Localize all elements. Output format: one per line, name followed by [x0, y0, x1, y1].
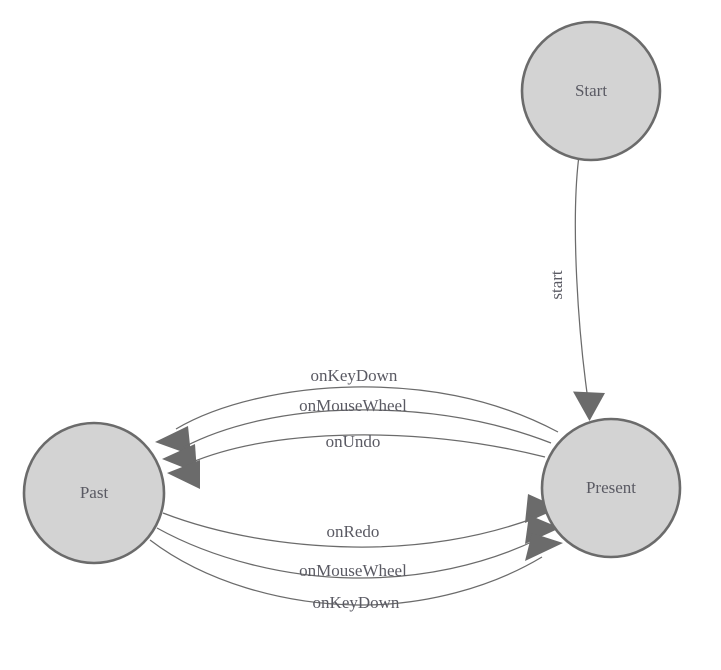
node-start[interactable]: Start	[520, 20, 662, 162]
node-present-label: Present	[586, 478, 636, 497]
node-start-label: Start	[575, 81, 607, 100]
edge-present-past-onundo[interactable]: onUndo	[167, 432, 546, 489]
edge-past-present-3-path	[149, 539, 543, 606]
edge-past-present-2-path	[156, 527, 539, 579]
node-present[interactable]: Present	[540, 417, 682, 559]
edge-present-past-2-path	[183, 409, 552, 448]
edge-past-present-2-label: onMouseWheel	[299, 561, 407, 580]
edge-present-past-1-label: onKeyDown	[311, 366, 398, 385]
node-past-label: Past	[80, 483, 109, 502]
edge-present-past-1-path	[175, 386, 559, 433]
edge-past-present-1-arrowhead	[525, 494, 559, 523]
node-past-circle	[22, 421, 166, 565]
edge-past-present-1-label: onRedo	[327, 522, 380, 541]
node-start-circle	[520, 20, 662, 162]
edge-start-arrowhead	[573, 391, 605, 421]
edge-past-present-1-path	[162, 512, 538, 548]
edge-present-past-1-arrowhead	[155, 426, 191, 455]
edge-past-present-3-arrowhead	[525, 533, 563, 561]
node-present-circle	[540, 417, 682, 559]
edge-present-past-3-label: onUndo	[326, 432, 381, 451]
edge-start[interactable]: start	[547, 159, 605, 422]
edge-present-past-3-path	[189, 434, 546, 464]
edge-present-past-2-label: onMouseWheel	[299, 396, 407, 415]
edge-present-past-3-arrowhead	[167, 460, 200, 489]
edge-past-present-onredo[interactable]: onRedo	[162, 494, 559, 548]
node-past[interactable]: Past	[22, 421, 166, 565]
edge-start-label: start	[547, 270, 566, 300]
edge-past-present-3-label: onKeyDown	[313, 593, 400, 612]
edge-start-path	[574, 159, 589, 401]
edge-present-past-onkeydown[interactable]: onKeyDown	[155, 366, 559, 455]
edge-past-present-onkeydown[interactable]: onKeyDown	[149, 533, 563, 612]
